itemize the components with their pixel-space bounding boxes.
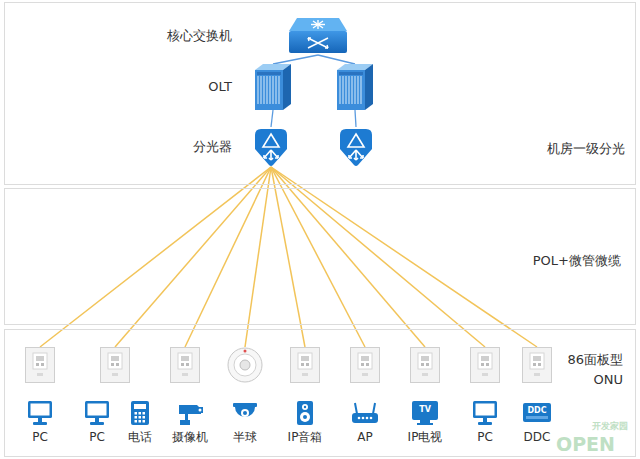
uplink-line <box>273 55 318 64</box>
zone-band: POL+微管微缆 <box>4 188 636 325</box>
uplink-line <box>318 55 355 64</box>
zone-label: 机房一级分光 <box>547 141 625 157</box>
fiber-line <box>245 167 271 347</box>
uplink-line <box>271 110 273 127</box>
switch-icon: 核心交换机 <box>288 17 348 55</box>
onu-icon <box>410 347 440 383</box>
fiber-line <box>40 167 271 347</box>
device-label: AP <box>357 430 372 444</box>
onu-shape <box>470 347 500 383</box>
onu-shape <box>350 347 380 383</box>
device-label: IP音箱 <box>288 430 323 444</box>
device-icon: PC <box>26 400 54 426</box>
device-label: DDC <box>524 430 551 444</box>
node-label: OLT <box>208 79 232 95</box>
dome-shape <box>231 400 259 426</box>
device-label: PC <box>477 430 493 444</box>
device-label: 半球 <box>233 430 257 444</box>
fiber-line <box>271 167 537 347</box>
node-label: 分光器 <box>193 139 232 155</box>
split-icon <box>336 127 376 167</box>
onuround-icon <box>227 347 263 383</box>
watermark: OPEN <box>556 434 615 455</box>
onu-shape <box>522 347 552 383</box>
device-icon: PC <box>83 400 111 426</box>
olt-shape <box>255 64 291 110</box>
zone-label: POL+微管微缆 <box>533 253 621 269</box>
ap-shape <box>351 400 379 426</box>
split-shape <box>251 127 291 167</box>
phone-shape <box>126 400 154 426</box>
onu-shape <box>290 347 320 383</box>
olt-shape <box>337 64 373 110</box>
device-icon: 摄像机 <box>176 400 204 426</box>
zone-band: 机房一级分光 核心交换机 OLT 分光器 <box>4 2 636 185</box>
icon-text: TV <box>411 405 439 415</box>
onu-icon <box>522 347 552 383</box>
onu-shape <box>170 347 200 383</box>
node-label: 核心交换机 <box>167 28 232 44</box>
onu-icon <box>350 347 380 383</box>
device-icon: IP音箱 <box>291 400 319 426</box>
fiber-line <box>271 167 305 347</box>
onu-icon <box>25 347 55 383</box>
olt-icon <box>337 64 373 110</box>
pc-shape <box>26 400 54 426</box>
onu-icon <box>470 347 500 383</box>
zone-label: 86面板型 ONU <box>549 350 623 390</box>
device-icon: 半球 <box>231 400 259 426</box>
zone-band: 86面板型 ONUPCPC电话摄像机半球IP音箱APTVIP电视PCDDCDDC <box>4 329 636 457</box>
device-label: PC <box>32 430 48 444</box>
onu-shape <box>25 347 55 383</box>
fiber-line <box>271 167 425 347</box>
camera-shape <box>176 400 204 426</box>
device-icon: 电话 <box>126 400 154 426</box>
onu-icon <box>290 347 320 383</box>
device-icon: DDCDDC <box>523 400 551 426</box>
onuround-shape <box>227 347 263 383</box>
uplink-line <box>355 110 356 127</box>
pc-shape <box>83 400 111 426</box>
device-icon: PC <box>471 400 499 426</box>
speaker-shape <box>291 400 319 426</box>
onu-shape <box>410 347 440 383</box>
split-shape <box>336 127 376 167</box>
device-icon: AP <box>351 400 379 426</box>
switch-shape <box>288 17 348 55</box>
onu-icon <box>100 347 130 383</box>
device-icon: TVIP电视 <box>411 400 439 426</box>
fiber-line <box>271 167 485 347</box>
device-label: PC <box>89 430 105 444</box>
device-label: 摄像机 <box>172 430 208 444</box>
onu-icon <box>170 347 200 383</box>
split-icon: 分光器 <box>251 127 291 167</box>
olt-icon: OLT <box>255 64 291 110</box>
pc-shape <box>471 400 499 426</box>
fiber-line <box>271 167 365 347</box>
device-label: IP电视 <box>408 430 443 444</box>
icon-text: DDC <box>523 406 551 416</box>
onu-shape <box>100 347 130 383</box>
fiber-line <box>185 167 271 347</box>
device-label: 电话 <box>128 430 152 444</box>
watermark: 开发家园 <box>592 421 628 432</box>
fiber-line <box>115 167 271 347</box>
